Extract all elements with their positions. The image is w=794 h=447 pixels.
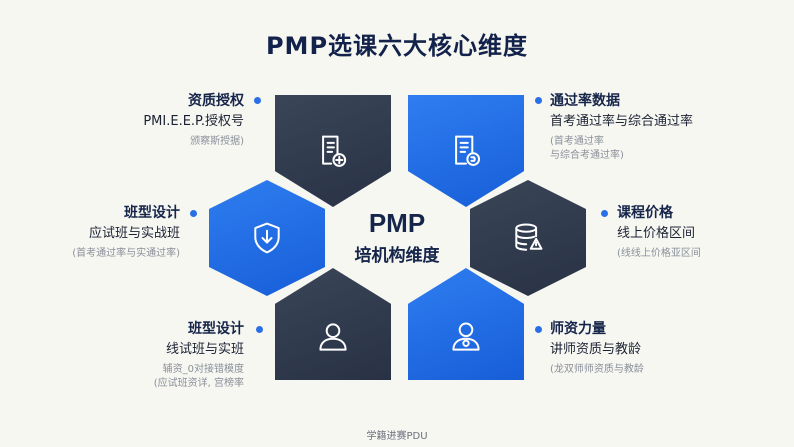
bullet-dot: [190, 210, 197, 217]
bullet-dot: [535, 97, 542, 104]
dimension-label-class-type: 班型设计 应试班与实战班 (首考通过率与实通过率): [0, 204, 180, 261]
dimension-tile-class-type-2: [275, 268, 391, 380]
dimension-label-teachers: 师资力量 讲师资质与教龄 (龙双师师资质与教龄: [550, 320, 750, 377]
shield-download-icon: [249, 220, 285, 256]
page-title: PMP选课六大核心维度: [265, 32, 529, 60]
dimension-note: 颁察斯授据): [190, 136, 244, 147]
document-plus-icon: [315, 133, 351, 169]
dimension-note: (首考通过率: [550, 136, 604, 147]
dimension-subtitle: PMI.E.E.P.授权号: [143, 114, 244, 129]
user-badge-icon: [448, 319, 484, 355]
dimension-label-class-type-2: 班型设计 线试班与实班 辅资_0对接错模度 (应试班资详, 宫榜率: [44, 320, 244, 391]
dimension-note: 辅资_0对接错模度: [162, 364, 244, 375]
dimension-title: 班型设计: [188, 321, 244, 337]
dimension-subtitle: 线试班与实班: [165, 342, 244, 357]
dimension-hex-price: [470, 180, 586, 296]
dimension-title: 通过率数据: [550, 93, 620, 109]
user-icon: [315, 319, 351, 355]
bullet-dot: [256, 326, 263, 333]
dimension-label-pass-rate: 通过率数据 首考通过率与综合通过率 (首考通过率 与综合考通过率): [550, 92, 750, 163]
dimension-note: 与综合考通过率): [550, 150, 624, 161]
dimension-title: 班型设计: [124, 205, 180, 221]
dimension-tile-pass-rate: [408, 95, 524, 207]
dimension-hex-class-type: [209, 180, 325, 296]
dimension-note: (龙双师师资质与教龄: [550, 364, 644, 375]
bullet-dot: [254, 97, 261, 104]
center-label-line1: PMP: [368, 208, 426, 238]
dimension-subtitle: 线上价格区间: [617, 226, 696, 241]
bullet-dot: [601, 210, 608, 217]
dimension-title: 资质授权: [188, 93, 244, 109]
dimension-tile-qualification: [275, 95, 391, 207]
database-alert-icon: [510, 220, 546, 256]
dimension-note: (应试班资详, 宫榜率: [153, 378, 244, 389]
dimension-subtitle: 首考通过率与综合通过率: [550, 114, 694, 129]
document-badge-icon: [448, 133, 484, 169]
dimension-label-price: 课程价格 线上价格区间 (线线上价格亚区间: [617, 204, 794, 261]
dimension-subtitle: 讲师资质与教龄: [550, 342, 642, 357]
footer-caption: 学籍进赛PDU: [366, 431, 428, 442]
dimension-label-qualification: 资质授权 PMI.E.E.P.授权号 颁察斯授据): [44, 92, 244, 149]
dimension-subtitle: 应试班与实战班: [88, 226, 180, 241]
dimension-note: (首考通过率与实通过率): [72, 248, 180, 259]
dimension-title: 师资力量: [550, 321, 606, 337]
bullet-dot: [535, 326, 542, 333]
dimension-title: 课程价格: [617, 205, 673, 221]
center-label-line2: 培机构维度: [354, 246, 440, 266]
center-hub: PMP 培机构维度: [337, 208, 457, 266]
dimension-note: (线线上价格亚区间: [617, 248, 701, 259]
